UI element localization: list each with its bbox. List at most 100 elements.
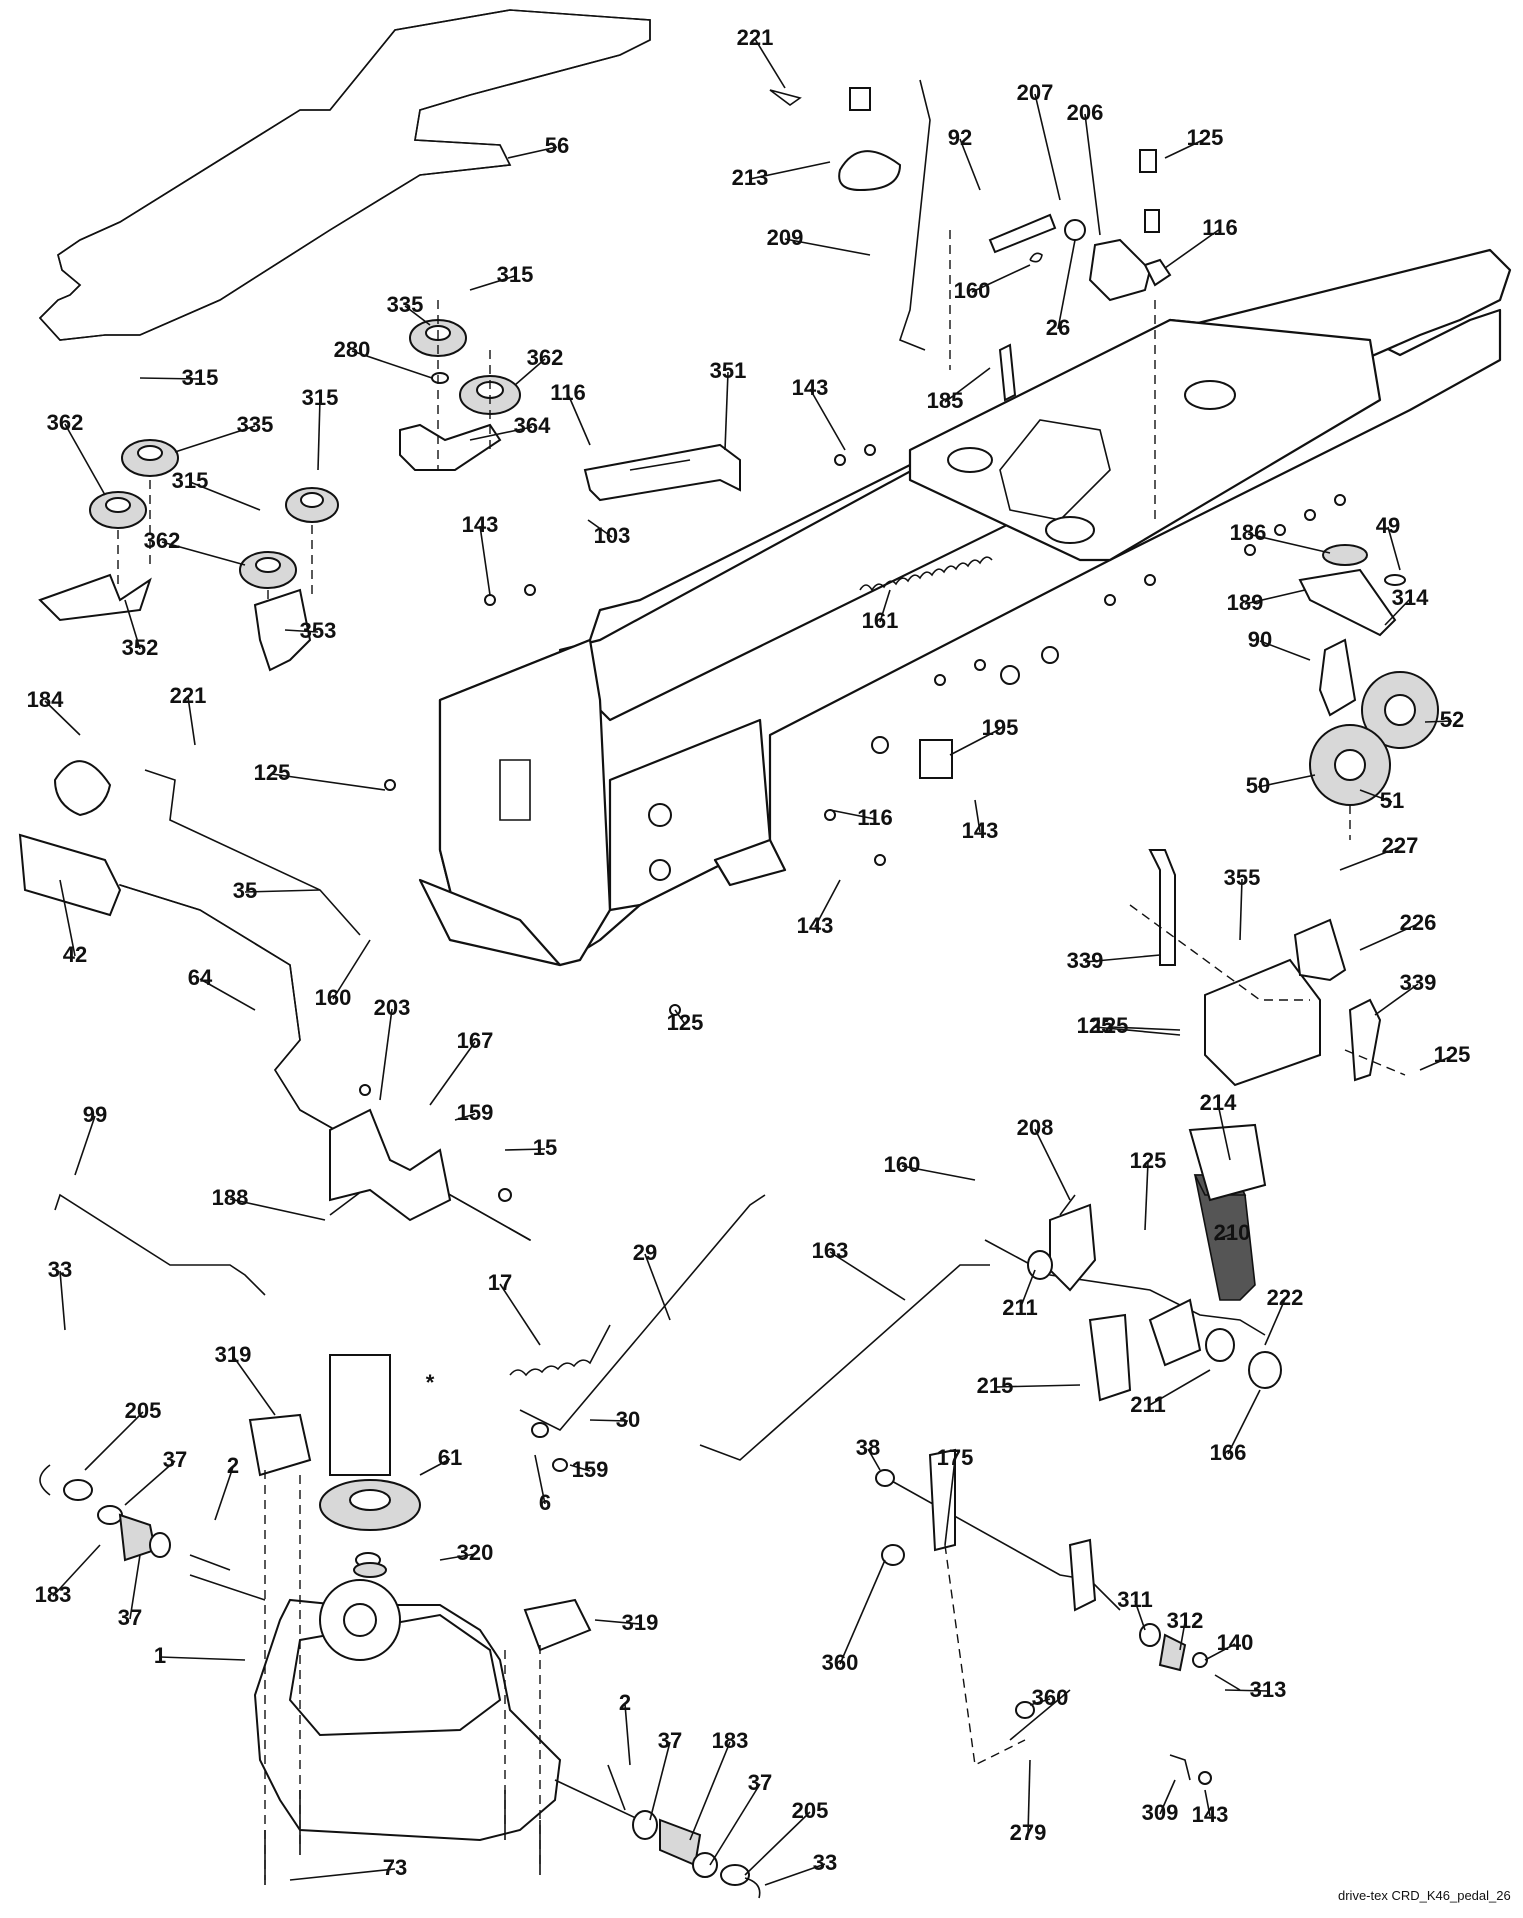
part-number-label: 352 bbox=[122, 635, 159, 660]
leader-line bbox=[332, 939, 371, 1000]
leader-line bbox=[1244, 589, 1306, 605]
leader-line bbox=[1027, 1759, 1031, 1835]
leader-line bbox=[784, 238, 871, 256]
part-number-label: 161 bbox=[862, 608, 899, 633]
part-number-label: 33 bbox=[813, 1850, 837, 1875]
leader-line bbox=[189, 481, 261, 511]
leader-line bbox=[1419, 1055, 1453, 1071]
leader-line bbox=[174, 425, 256, 453]
leader-line bbox=[419, 1458, 451, 1476]
part-number-label: 209 bbox=[767, 225, 804, 250]
shift-shaft bbox=[18, 760, 531, 1241]
pedal-assembly bbox=[984, 1123, 1282, 1402]
leader-line bbox=[944, 1458, 956, 1546]
leader-line bbox=[129, 1554, 141, 1620]
part-number-label: 2 bbox=[227, 1453, 239, 1478]
part-number-label: * bbox=[426, 1370, 435, 1395]
part-number-label: 362 bbox=[144, 528, 181, 553]
leader-line bbox=[317, 398, 321, 471]
part-number-label: 221 bbox=[737, 25, 774, 50]
leader-line bbox=[1387, 526, 1401, 571]
part-number-label: 215 bbox=[977, 1373, 1014, 1398]
part-number-label: 125 bbox=[667, 1010, 704, 1035]
leader-line bbox=[1159, 1779, 1176, 1815]
part-number-label: 143 bbox=[797, 913, 834, 938]
part-number-label: 125 bbox=[1130, 1148, 1167, 1173]
part-number-label: 140 bbox=[1217, 1630, 1254, 1655]
part-number-label: 51 bbox=[1380, 788, 1404, 813]
leader-line bbox=[284, 629, 319, 633]
leader-line bbox=[1164, 138, 1206, 159]
part-number-label: 125 bbox=[1187, 125, 1224, 150]
leader-line bbox=[1084, 113, 1101, 236]
part-number-label: 73 bbox=[383, 1855, 407, 1880]
main-frame bbox=[418, 248, 1512, 967]
part-number-label: 1 bbox=[154, 1643, 166, 1668]
leader-line bbox=[454, 1113, 476, 1121]
part-number-label: 143 bbox=[792, 375, 829, 400]
leader-line bbox=[901, 1165, 976, 1181]
leader-line bbox=[867, 1448, 881, 1471]
leader-line bbox=[159, 1656, 246, 1661]
part-number-label: 56 bbox=[545, 133, 569, 158]
leader-line bbox=[587, 519, 613, 538]
part-number-label: 207 bbox=[1017, 80, 1054, 105]
leader-line bbox=[187, 696, 196, 746]
leader-line bbox=[1374, 983, 1419, 1016]
part-number-label: 221 bbox=[170, 683, 207, 708]
leader-line bbox=[271, 773, 386, 791]
leader-line bbox=[1264, 1298, 1286, 1346]
leader-line bbox=[944, 367, 991, 403]
part-number-label: 143 bbox=[1192, 1802, 1229, 1827]
part-number-label: 26 bbox=[1046, 315, 1070, 340]
frame-holes bbox=[934, 494, 1346, 686]
part-number-label: 125 bbox=[1077, 1013, 1114, 1038]
leader-line bbox=[64, 423, 106, 496]
part-number-label: 186 bbox=[1230, 520, 1267, 545]
leader-line bbox=[1359, 789, 1393, 803]
drive-belt bbox=[38, 9, 651, 341]
part-number-label: 35 bbox=[233, 878, 257, 903]
pulleys-right bbox=[1298, 544, 1439, 840]
leader-line bbox=[232, 1355, 276, 1416]
part-number-label: 335 bbox=[387, 292, 424, 317]
leader-line bbox=[1424, 720, 1453, 723]
leader-line bbox=[74, 1115, 96, 1176]
part-number-label: 205 bbox=[125, 1398, 162, 1423]
leader-line bbox=[1217, 1103, 1231, 1161]
transaxle bbox=[189, 1413, 641, 1880]
leader-line bbox=[1144, 1161, 1149, 1231]
leader-line bbox=[1084, 954, 1161, 963]
part-number-label: 160 bbox=[954, 278, 991, 303]
leader-line bbox=[744, 1811, 811, 1876]
part-number-label: 315 bbox=[182, 365, 219, 390]
leader-line bbox=[1227, 1389, 1261, 1455]
leader-line bbox=[479, 525, 491, 596]
part-number-label: 227 bbox=[1382, 833, 1419, 858]
part-number-label: 335 bbox=[237, 412, 274, 437]
part-number-label: 311 bbox=[1117, 1587, 1153, 1612]
part-number-label: 92 bbox=[948, 125, 972, 150]
leader-line bbox=[814, 879, 841, 928]
part-number-label: 52 bbox=[1440, 707, 1464, 732]
part-number-label: 315 bbox=[172, 468, 209, 493]
diagram-footer: drive-tex CRD_K46_pedal_26 bbox=[1338, 1888, 1511, 1903]
leader-line bbox=[674, 1009, 686, 1025]
leader-line bbox=[567, 393, 591, 446]
idler-assembly-center bbox=[399, 300, 741, 502]
part-number-label: 226 bbox=[1400, 910, 1437, 935]
leader-line bbox=[199, 978, 256, 1011]
part-number-label: 355 bbox=[1224, 865, 1261, 890]
part-number-label: 90 bbox=[1248, 627, 1272, 652]
leader-line bbox=[1359, 923, 1419, 951]
part-number-label: 29 bbox=[633, 1240, 657, 1265]
leader-line bbox=[59, 879, 76, 957]
part-number-label: 50 bbox=[1246, 773, 1270, 798]
leader-line bbox=[504, 1148, 546, 1151]
leader-line bbox=[1029, 1698, 1051, 1706]
part-number-label: 319 bbox=[622, 1610, 659, 1635]
leader-line bbox=[1239, 878, 1243, 941]
leader-line bbox=[1179, 1621, 1186, 1651]
lever-209 bbox=[769, 79, 931, 351]
